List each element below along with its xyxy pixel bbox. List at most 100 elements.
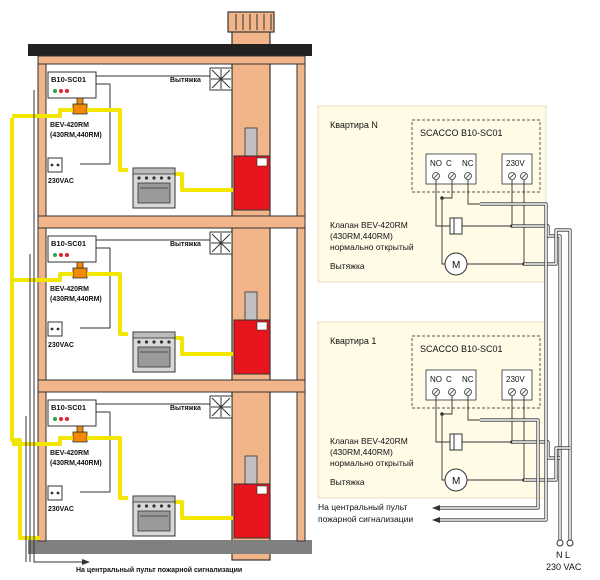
flue-pipe — [244, 291, 258, 323]
stove-knob — [137, 504, 141, 508]
oven-door — [137, 346, 171, 368]
valve-label-1: Клапан BEV-420RM — [330, 436, 408, 446]
oven-door — [137, 182, 171, 204]
central-panel-label-1: На центральный пульт — [318, 502, 407, 512]
screw-slot — [449, 389, 455, 395]
bottom-caption: На центральный пульт пожарной сигнализац… — [76, 566, 242, 574]
motor-symbol: M — [452, 476, 460, 487]
power-outlet — [47, 485, 63, 501]
controller-label: B10-SC01 — [51, 403, 86, 412]
controller-label: B10-SC01 — [51, 239, 86, 248]
stove-knob — [167, 504, 171, 508]
alarm-line-n-core — [440, 203, 547, 521]
gas-valve — [72, 431, 88, 443]
gas-pipe — [12, 436, 73, 446]
bus-n-core — [512, 225, 561, 540]
controller-outlet-wire — [80, 247, 111, 329]
alarm-signal-wire — [33, 90, 82, 563]
screw-slot — [449, 173, 455, 179]
controller-outlet-wire — [80, 83, 111, 165]
gas-pipe — [175, 328, 238, 356]
gas-pipe — [175, 164, 238, 192]
valve-label-3: нормально открытый — [330, 242, 414, 252]
outlet-pin — [56, 491, 60, 495]
valve-label-2: (430RM,440RM) — [330, 231, 393, 241]
left-wall — [37, 55, 47, 542]
stove-top — [132, 331, 176, 339]
led-red — [59, 253, 63, 257]
boiler-display — [256, 157, 268, 167]
floor-slab — [37, 215, 306, 229]
outlet-pin — [56, 327, 60, 331]
panel-background — [317, 105, 547, 283]
led-red — [65, 253, 69, 257]
bus-n-floor1-core — [512, 441, 560, 459]
terminal-block — [501, 369, 533, 401]
no-to-valve — [435, 396, 450, 443]
floor-slab — [37, 379, 306, 393]
controller-outlet-wire — [80, 411, 111, 493]
panel-title: Квартира N — [330, 120, 378, 130]
outlet-pin — [50, 327, 54, 331]
roof — [28, 44, 312, 56]
stove-knob — [167, 176, 171, 180]
panel-title: Квартира 1 — [330, 336, 376, 346]
screw-slot — [521, 389, 527, 395]
outlet-pin — [56, 163, 60, 167]
screw-slot — [465, 389, 471, 395]
motor-label: Вытяжка — [330, 477, 365, 487]
outlet-label: 230VAC — [48, 178, 74, 185]
stove-knob — [137, 176, 141, 180]
supply-terminal-n — [556, 539, 564, 547]
terminal-label-nc: NC — [462, 159, 474, 168]
terminal-label-230v: 230V — [506, 375, 525, 384]
gas-pipe — [175, 492, 238, 520]
boiler-display — [256, 321, 268, 331]
arrow-central-1 — [432, 505, 440, 511]
outlet-label: 230VAC — [48, 342, 74, 349]
led-green — [53, 89, 57, 93]
arrow-left — [82, 559, 90, 565]
valve-label-2: (430RM,440RM) — [330, 447, 393, 457]
stove-knob — [152, 504, 156, 508]
valve-sublabel: (430RM,440RM) — [50, 460, 102, 467]
led-red — [59, 417, 63, 421]
stove-knob — [159, 176, 164, 180]
controller-box — [47, 235, 97, 263]
stove-knob — [137, 340, 141, 344]
valve-label-3: нормально открытый — [330, 458, 414, 468]
valve-label: BEV-420RM — [50, 122, 89, 129]
outlet-pin — [50, 163, 54, 167]
gas-valve — [72, 267, 88, 279]
chimney-cap — [227, 11, 275, 33]
hood-label: Вытяжка — [170, 405, 201, 412]
terminal-label-nc: NC — [462, 375, 474, 384]
junction-dot — [440, 196, 444, 200]
flue-pipe — [244, 455, 258, 487]
screw-slot — [433, 389, 439, 395]
gas-valve-head — [76, 425, 84, 433]
terminal-label-c: C — [446, 375, 452, 384]
terminal-label-c: C — [446, 159, 452, 168]
stove-knob — [144, 340, 149, 344]
gas-pipe — [87, 436, 128, 500]
stove-knob — [152, 176, 156, 180]
stove-knob — [159, 340, 164, 344]
panel-background — [317, 321, 547, 499]
motor-symbol: M — [452, 260, 460, 271]
gas-pipe — [87, 272, 128, 336]
outlet-label: 230VAC — [48, 506, 74, 513]
screw-slot — [509, 389, 515, 395]
valve-sublabel: (430RM,440RM) — [50, 296, 102, 303]
led-green — [53, 417, 57, 421]
stove-knob — [159, 504, 164, 508]
gas-pipe — [12, 108, 73, 118]
right-wall — [296, 55, 306, 542]
valve-coil — [449, 217, 463, 235]
stove-knob — [152, 340, 156, 344]
